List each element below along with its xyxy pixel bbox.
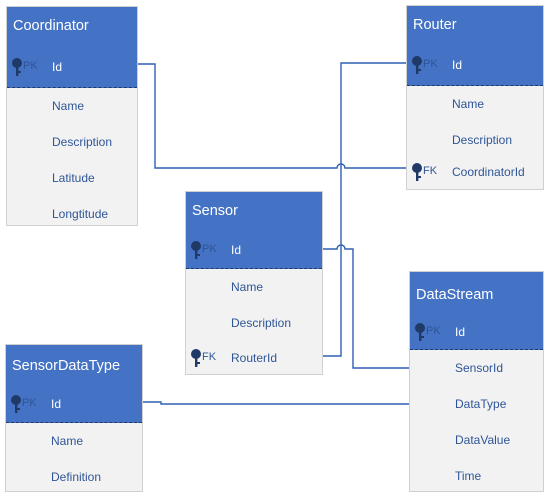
field-description: Description: [52, 135, 113, 149]
field-id: Id: [51, 397, 62, 411]
field-id: Id: [52, 60, 63, 74]
field-latitude: Latitude: [52, 171, 95, 185]
key-icon: PK: [411, 55, 445, 75]
field-id: Id: [455, 325, 466, 339]
field-time: Time: [455, 469, 482, 483]
entity-title: SensorDataType: [6, 345, 142, 385]
key-icon: FK: [411, 162, 445, 182]
key-icon: PK: [190, 240, 224, 260]
entity-title: DataStream: [410, 272, 543, 314]
field-id: Id: [452, 58, 463, 72]
field-name: Name: [52, 99, 85, 113]
primary-key-row: PK Id: [407, 44, 543, 86]
primary-key-row: PK Id: [7, 46, 137, 88]
field-name: Name: [51, 434, 84, 448]
connector-sensordatatype-datastream: [143, 401, 409, 405]
field-datatype: DataType: [455, 397, 507, 411]
field-datavalue: DataValue: [455, 433, 511, 447]
entity-title: Sensor: [186, 192, 322, 231]
key-icon: PK: [11, 57, 45, 77]
key-icon: FK: [190, 348, 224, 368]
entity-sensor: Sensor PK Id Name Description FK RouterI…: [185, 191, 323, 375]
field-name: Name: [231, 280, 264, 294]
entity-sensordatatype: SensorDataType PK Id Name Definition: [5, 344, 143, 492]
key-icon: PK: [414, 322, 448, 342]
field-sensorid: SensorId: [455, 361, 504, 375]
field-definition: Definition: [51, 470, 102, 484]
primary-key-row: PK Id: [410, 314, 543, 350]
connector-sensor-router: [323, 62, 406, 357]
entity-title: Router: [407, 6, 543, 44]
entity-datastream: DataStream PK Id SensorId DataType DataV…: [409, 271, 544, 492]
key-icon: PK: [10, 394, 44, 414]
field-coordinatorid: CoordinatorId: [452, 165, 525, 179]
entity-coordinator: Coordinator PK Id Name Description Latit…: [6, 6, 138, 226]
entity-router: Router PK Id Name Description FK Coordin…: [406, 5, 544, 190]
primary-key-row: PK Id: [6, 385, 142, 423]
primary-key-row: PK Id: [186, 231, 322, 269]
field-name: Name: [452, 97, 485, 111]
field-description: Description: [231, 316, 292, 330]
entity-title: Coordinator: [7, 7, 137, 46]
connector-sensor-datastream: [323, 244, 409, 369]
field-description: Description: [452, 133, 513, 147]
field-id: Id: [231, 243, 242, 257]
connector-coordinator-router: [138, 63, 406, 169]
field-longtitude: Longtitude: [52, 207, 109, 221]
field-routerid: RouterId: [231, 351, 278, 365]
